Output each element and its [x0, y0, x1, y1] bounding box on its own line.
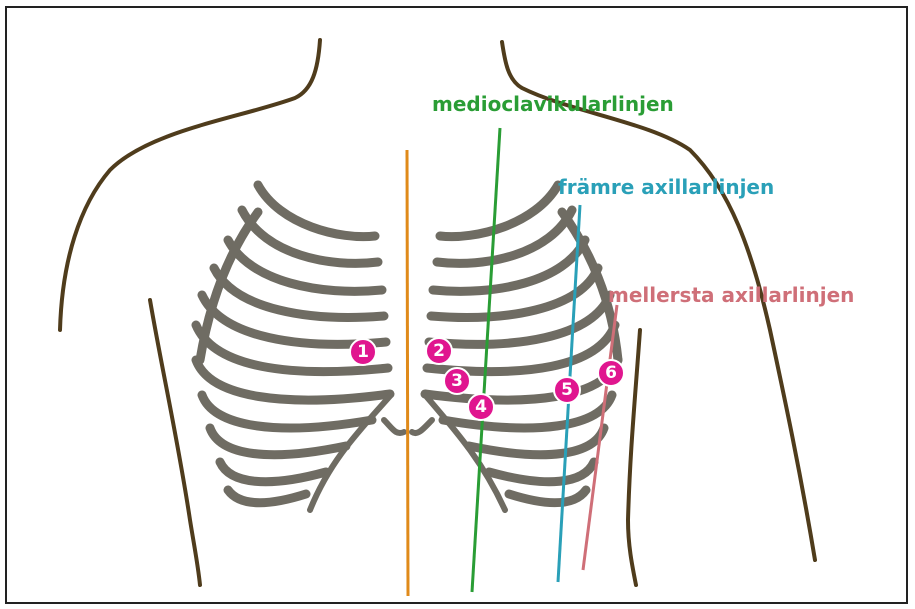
- arm-right-inner: [628, 330, 640, 585]
- anterior-axillary-label: främre axillarlinjen: [558, 177, 774, 197]
- midclavicular-label: medioclavikularlinjen: [432, 94, 674, 114]
- neck-left-outline: [60, 40, 320, 330]
- marker-3: 3: [443, 367, 471, 395]
- arm-left-inner: [150, 300, 200, 585]
- marker-2: 2: [425, 337, 453, 365]
- xiphoid-left: [384, 420, 404, 433]
- midclavicular-line: [472, 128, 500, 592]
- marker-4: 4: [467, 393, 495, 421]
- ribcage-right: [425, 185, 618, 503]
- xiphoid-right: [412, 420, 432, 433]
- marker-5: 5: [553, 376, 581, 404]
- sternal-line: [407, 150, 408, 596]
- mid-axillary-label: mellersta axillarlinjen: [608, 285, 854, 305]
- marker-6: 6: [597, 359, 625, 387]
- marker-1: 1: [349, 338, 377, 366]
